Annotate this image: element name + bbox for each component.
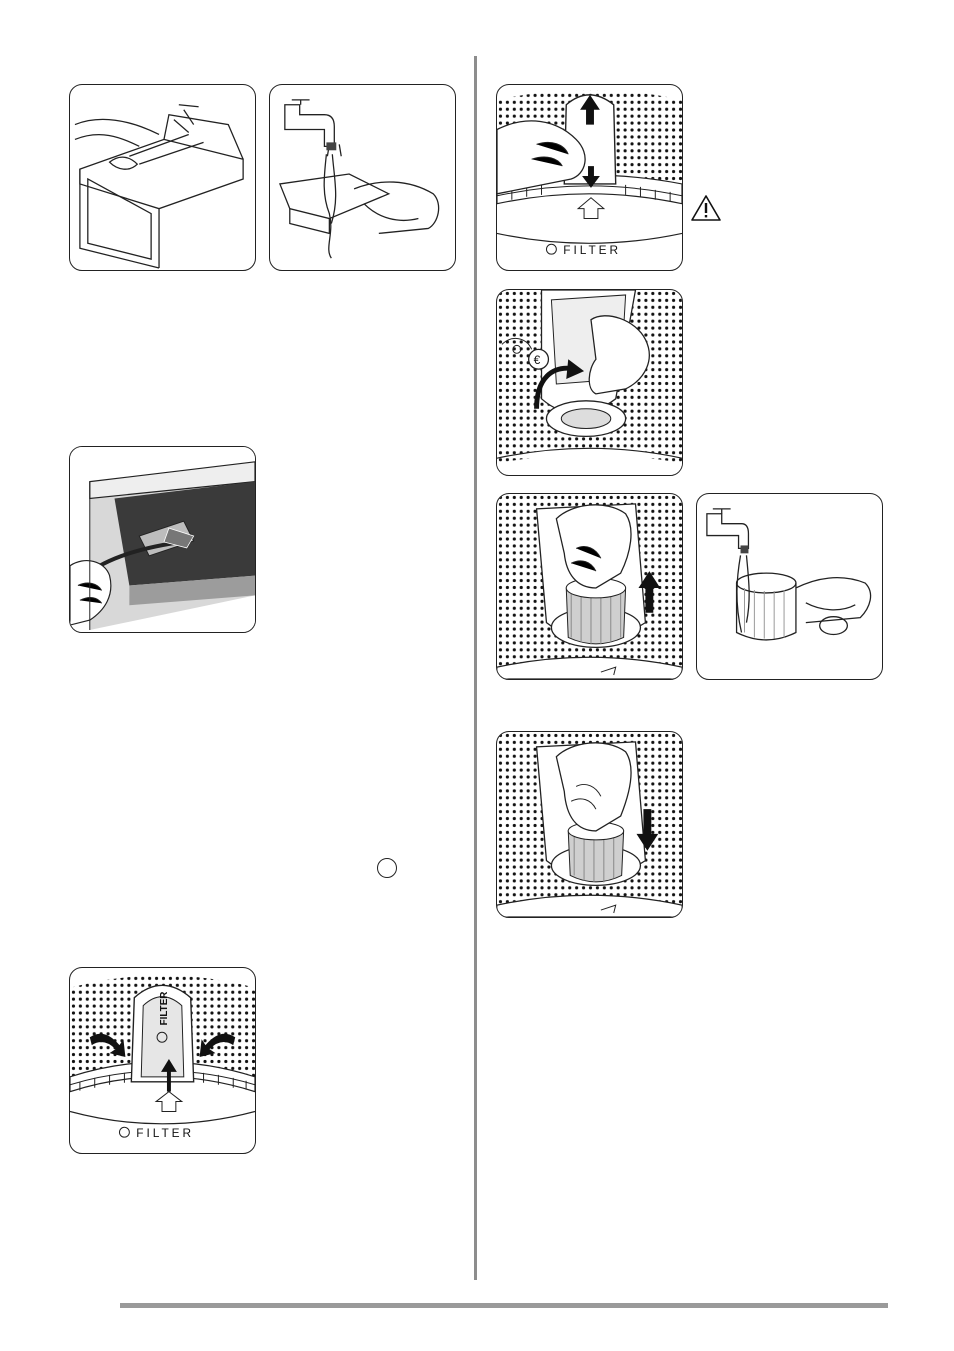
- illustration-remove-insert: €: [496, 289, 683, 476]
- illustration-rinse-dispenser: [269, 84, 456, 271]
- filter-word-label: FILTER: [136, 1126, 194, 1140]
- column-divider: [474, 56, 477, 1280]
- svg-text:€: €: [534, 353, 541, 367]
- illustration-rinse-basket: [696, 493, 883, 680]
- illustration-brush-recess: [69, 446, 256, 633]
- circle-marker-icon: [377, 858, 397, 878]
- warning-triangle-icon: [690, 194, 722, 222]
- filter-word-label-top-right: FILTER: [563, 243, 621, 257]
- illustration-reinsert-basket: [496, 731, 683, 918]
- illustration-lift-basket: [496, 493, 683, 680]
- illustration-drawer-removal: [69, 84, 256, 271]
- footer-rule: [120, 1303, 888, 1308]
- filter-badge: FILTER: [159, 992, 170, 1026]
- illustration-filter-pull-up: FILTER: [496, 84, 683, 271]
- illustration-filter-open: FILTER FILTER: [69, 967, 256, 1154]
